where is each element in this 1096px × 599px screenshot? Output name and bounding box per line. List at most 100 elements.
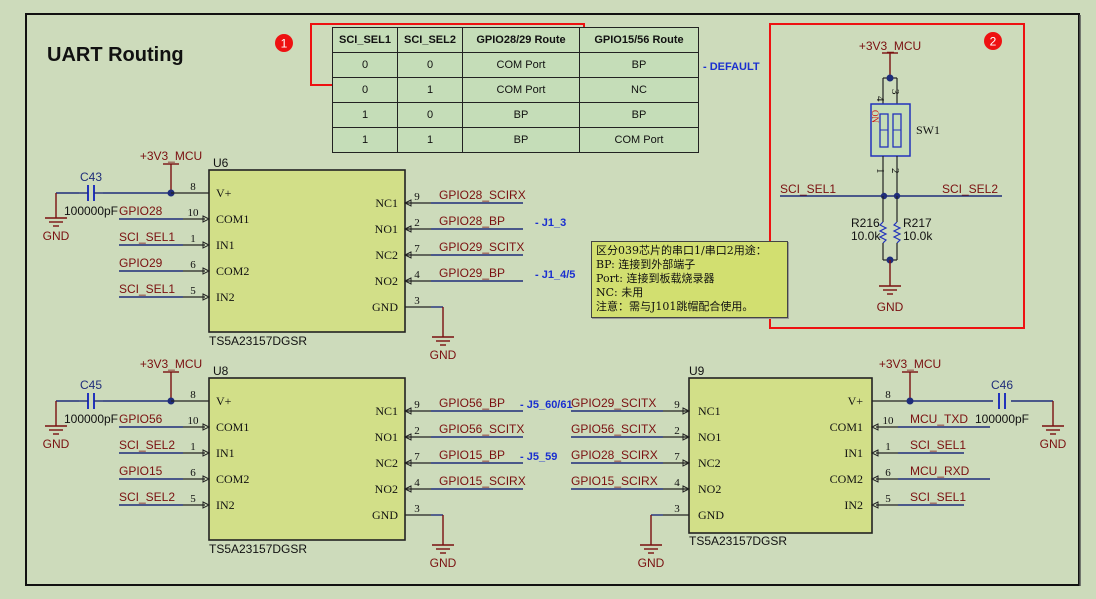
- pin-arrow: [682, 459, 691, 467]
- cap-value: 100000pF: [975, 412, 1029, 426]
- sheet-frame: [25, 13, 1080, 586]
- table-header: SCI_SEL1: [332, 27, 398, 53]
- chip-body: [688, 377, 873, 534]
- pin-name: COM1: [216, 212, 249, 226]
- table-cell: 0: [332, 77, 398, 103]
- pin-arrow: [202, 267, 211, 275]
- gnd-label: GND: [638, 556, 665, 570]
- highlight-box-2: [769, 23, 1025, 329]
- pin-name: GND: [372, 300, 398, 314]
- pin-name: GND: [372, 508, 398, 522]
- pin-name: V+: [216, 186, 232, 200]
- net-label: SCI_SEL1: [119, 230, 175, 244]
- pin-name: COM2: [830, 472, 863, 486]
- pin-arrow: [403, 199, 412, 207]
- net-label: GPIO15_BP: [439, 448, 505, 462]
- sw-pin-2: 2: [889, 168, 901, 174]
- pin-name: V+: [848, 394, 864, 408]
- pin-name: NC2: [375, 248, 398, 262]
- r216-designator: R216: [851, 216, 880, 230]
- sw1-on-label: ON: [870, 110, 880, 123]
- pin-name: NC1: [375, 404, 398, 418]
- switch-circuit: +3V3_MCU 4 3 ON SW1 1 2 SCI_SEL1 SCI_SEL…: [780, 39, 1002, 314]
- pin-name: NC1: [698, 404, 721, 418]
- pin-name: COM1: [216, 420, 249, 434]
- table-cell: 0: [397, 102, 463, 128]
- pin-number: 9: [674, 399, 680, 411]
- net-label: GPIO29_BP: [439, 266, 505, 280]
- pin-arrow: [202, 475, 211, 483]
- pin-number: 10: [188, 207, 200, 219]
- sw1-body: [870, 103, 911, 157]
- cap-designator: C46: [991, 378, 1013, 392]
- pin-name: NC2: [375, 456, 398, 470]
- net-sci-sel1: SCI_SEL1: [780, 182, 836, 196]
- chip-designator: U6: [213, 156, 229, 170]
- net-label: GPIO28_BP: [439, 214, 505, 228]
- sw-pin-4: 4: [874, 96, 886, 102]
- pin-number: 4: [414, 269, 420, 281]
- pin-arrow: [202, 215, 211, 223]
- table-cell: BP: [462, 127, 580, 153]
- r217-value: 10.0k: [903, 229, 933, 243]
- sw-pin-3: 3: [889, 89, 901, 95]
- chip-body: [208, 377, 406, 541]
- table-cell: COM Port: [462, 52, 580, 78]
- pin-arrow: [870, 501, 879, 509]
- pin-name: NO1: [698, 430, 721, 444]
- pin-number: 4: [414, 477, 420, 489]
- pin-number: 2: [674, 425, 680, 437]
- pin-number: 3: [674, 503, 680, 515]
- pin-number: 3: [414, 503, 420, 515]
- net-label: SCI_SEL1: [910, 438, 966, 452]
- power-net-label: +3V3_MCU: [140, 149, 202, 163]
- sticky-note: 区分039芯片的串口1/串口2用途： BP: 连接到外部端子 Port: 连接到…: [591, 241, 788, 318]
- pin-arrow: [202, 501, 211, 509]
- pin-number: 10: [883, 415, 895, 427]
- table-cell: BP: [462, 102, 580, 128]
- gnd-label: GND: [430, 556, 457, 570]
- pin-name: IN2: [844, 498, 863, 512]
- pin-arrow: [403, 433, 412, 441]
- net-label: SCI_SEL2: [119, 490, 175, 504]
- chip-u9: U9TS5A23157DGSRNC19GPIO29_SCITXNO12GPIO5…: [571, 357, 1067, 570]
- chip-designator: U8: [213, 364, 229, 378]
- table-cell: COM Port: [579, 127, 699, 153]
- net-label: GPIO28_SCIRX: [571, 448, 658, 462]
- pin-arrow: [682, 407, 691, 415]
- pin-name: COM2: [216, 472, 249, 486]
- pin-number: 1: [190, 441, 196, 453]
- net-label: GPIO28_SCIRX: [439, 188, 526, 202]
- note-line: NC: 未用: [596, 286, 644, 299]
- note-line: Port: 连接到板载烧录器: [596, 272, 715, 285]
- pin-arrow: [403, 277, 412, 285]
- connector-annotation: - J1_3: [535, 217, 566, 229]
- pin-name: IN2: [216, 290, 235, 304]
- pin-arrow: [682, 433, 691, 441]
- pin-number: 4: [674, 477, 680, 489]
- pin-arrow: [403, 485, 412, 493]
- table-cell: NC: [579, 77, 699, 103]
- pin-arrow: [202, 449, 211, 457]
- table-cell: 1: [397, 127, 463, 153]
- power-net-label: +3V3_MCU: [879, 357, 941, 371]
- net-label: GPIO56_BP: [439, 396, 505, 410]
- pin-arrow: [403, 251, 412, 259]
- net-sci-sel2: SCI_SEL2: [942, 182, 998, 196]
- table-cell: 0: [332, 52, 398, 78]
- pin-number: 8: [190, 389, 196, 401]
- badge-1: [275, 34, 293, 52]
- net-label: MCU_TXD: [910, 412, 968, 426]
- net-label: GPIO15_SCIRX: [571, 474, 658, 488]
- gnd-label: GND: [877, 300, 904, 314]
- chip-body: [208, 169, 406, 333]
- chip-designator: U9: [689, 364, 705, 378]
- pin-number: 8: [190, 181, 196, 193]
- table-header-row: SCI_SEL1 SCI_SEL2 GPIO28/29 Route GPIO15…: [332, 27, 699, 53]
- pin-number: 3: [414, 295, 420, 307]
